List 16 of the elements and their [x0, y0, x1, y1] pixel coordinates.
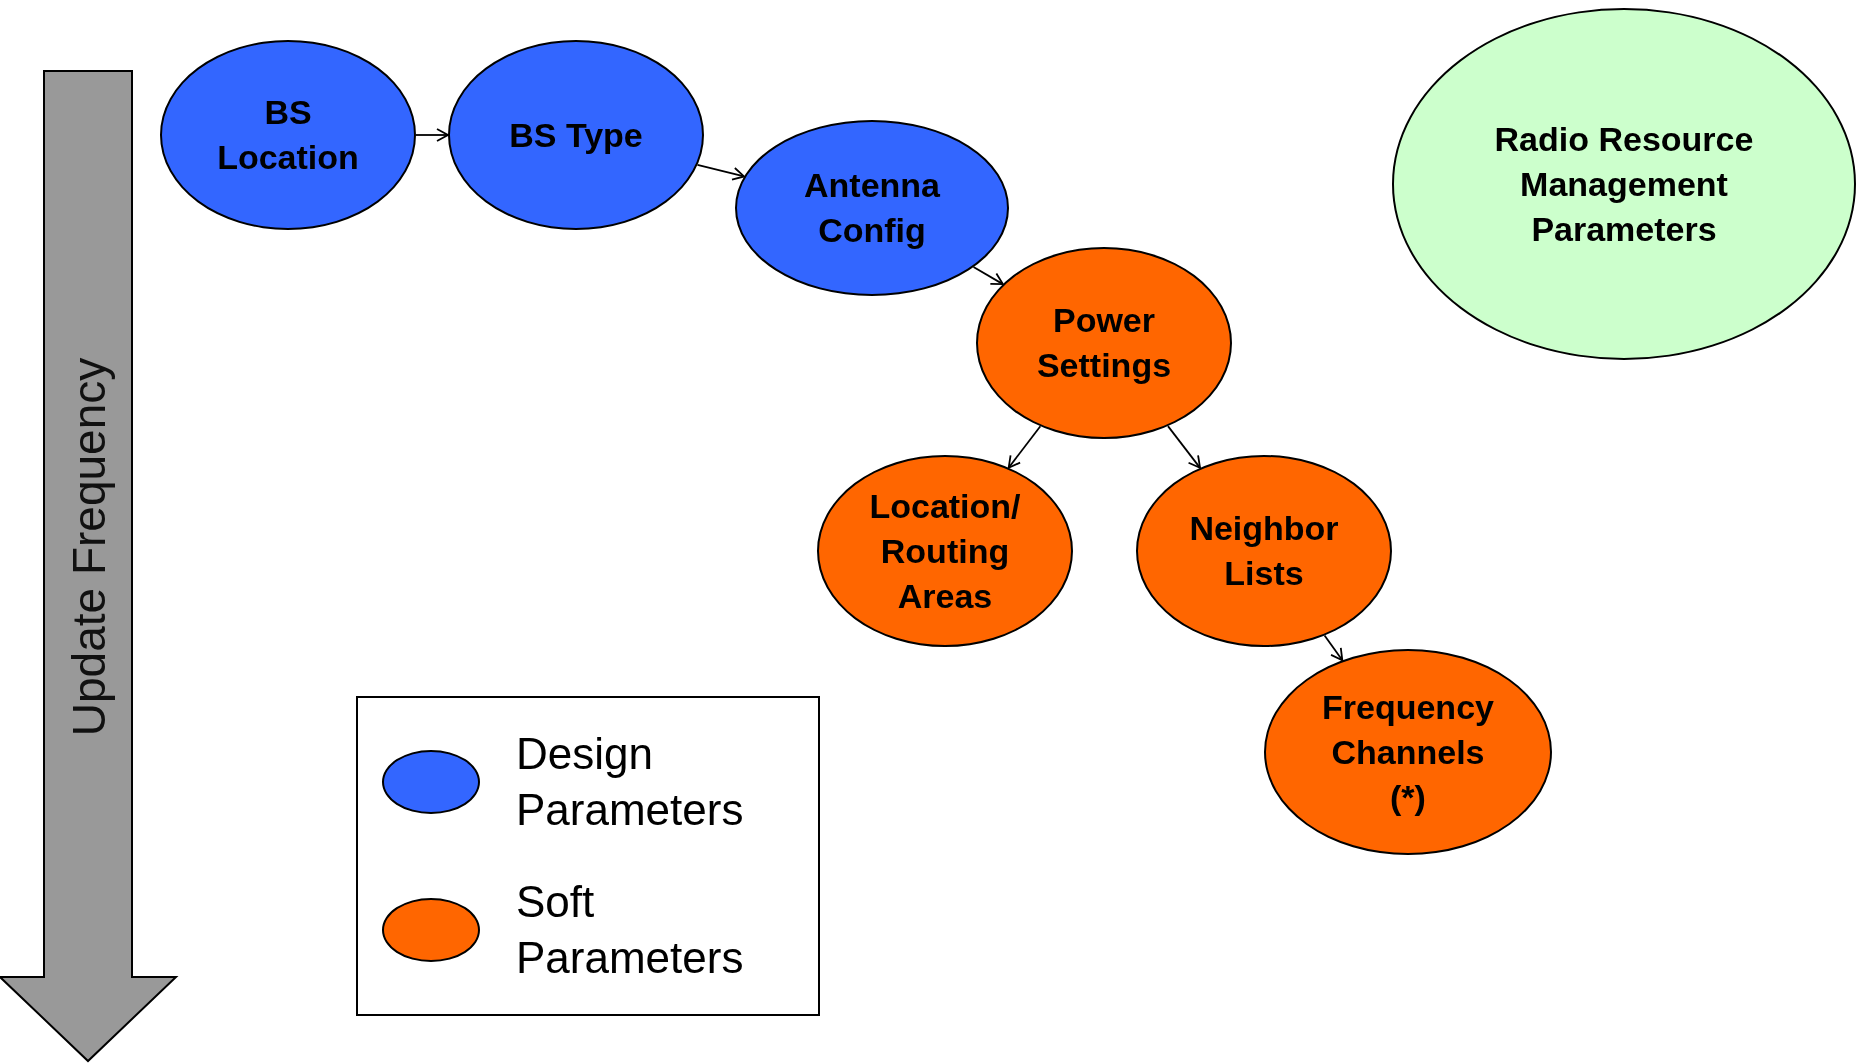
arrow [1167, 425, 1201, 469]
node-label: Location/ Routing Areas [868, 485, 1022, 617]
legend-label: Soft Parameters [516, 876, 745, 984]
node-label: Radio Resource Management Parameters [1493, 118, 1755, 250]
arrow [972, 266, 1004, 286]
node-label: Antenna Config [803, 165, 941, 251]
node-label: Neighbor Lists [1188, 508, 1340, 594]
node-label: Power Settings [1035, 300, 1173, 386]
node-label: BS Type [509, 114, 643, 156]
axis-label: Update Frequency [61, 357, 116, 737]
arrow [1323, 634, 1344, 662]
node-label: BS Location [216, 92, 360, 178]
node-label: Frequency Channels (*) [1321, 686, 1495, 818]
arrow [1007, 425, 1042, 469]
arrow [415, 128, 449, 142]
legend-label: Design Parameters [516, 728, 745, 836]
